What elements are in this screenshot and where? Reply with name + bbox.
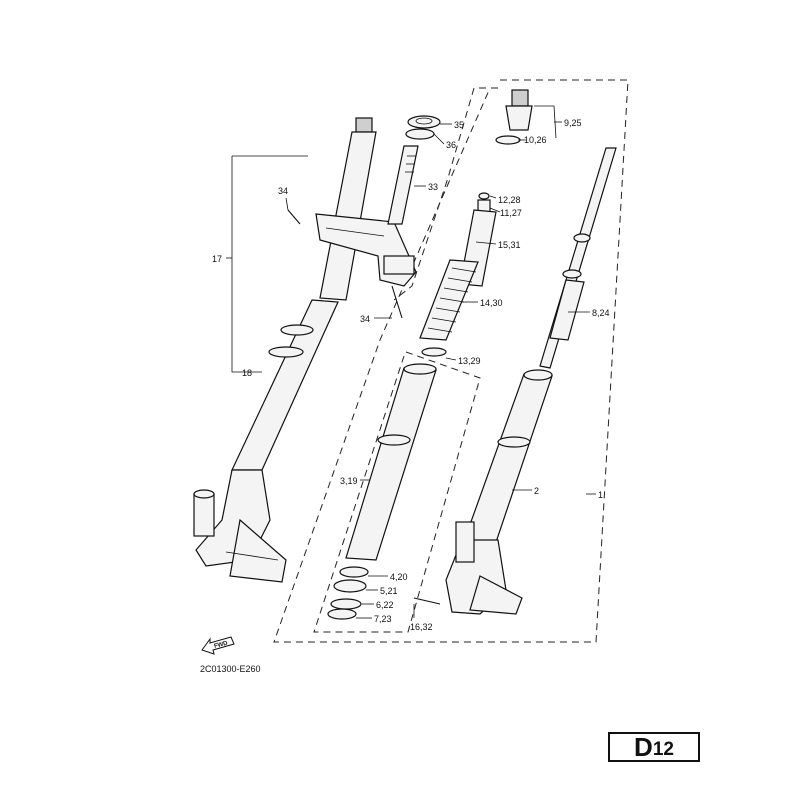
label-16-32: 16,32 [410,622,433,632]
label-2: 2 [534,486,539,496]
label-12-28: 12,28 [498,195,521,205]
label-17: 17 [212,254,222,264]
label-36: 36 [446,140,456,150]
group-outline-inner [313,351,481,633]
page-ref-letter: D [634,732,653,762]
left-fork-assembly [193,115,441,583]
label-3-19: 3,19 [340,476,358,486]
callout-labels: 35 36 33 34 34 17 18 9,25 10,26 12,28 11… [212,118,610,632]
label-18: 18 [242,368,252,378]
right-fork-assembly [413,369,553,615]
label-13-29: 13,29 [458,356,481,366]
label-7-23: 7,23 [374,614,392,624]
label-15-31: 15,31 [498,240,521,250]
fork-spring [419,259,479,341]
leader-lines [226,105,596,619]
group-outline-outer [273,79,629,643]
label-9-25: 9,25 [564,118,582,128]
label-4-20: 4,20 [390,572,408,582]
label-10-26: 10,26 [524,135,547,145]
label-1: 1 [598,490,603,500]
label-6-22: 6,22 [376,600,394,610]
fork-internals [327,89,617,620]
fwd-arrow-label: FWD [214,641,229,650]
label-34-top: 34 [278,186,288,196]
label-11-27: 11,27 [500,208,522,218]
label-35: 35 [454,120,464,130]
label-34-bottom: 34 [360,314,370,324]
page-ref-number: 12 [652,739,674,760]
diagram-code: 2C01300-E260 [200,664,261,674]
label-14-30: 14,30 [480,298,503,308]
fwd-arrow-icon: FWD [201,636,235,655]
group-outline-cap [393,87,498,301]
label-33: 33 [428,182,438,192]
label-5-21: 5,21 [380,586,398,596]
label-8-24: 8,24 [592,308,610,318]
